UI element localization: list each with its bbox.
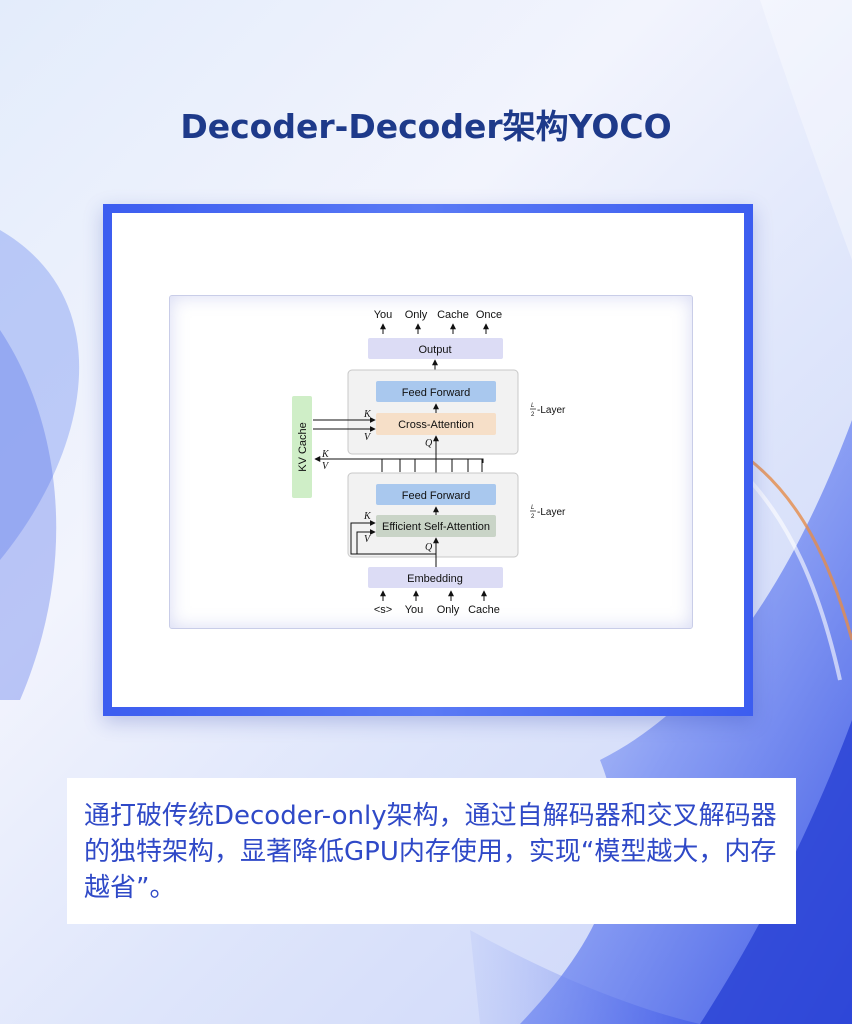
upper-q-symbol: Q xyxy=(425,438,433,449)
lower-q-symbol: Q xyxy=(425,542,433,553)
yoco-architecture-diagram: You Only Cache Once Output Feed Forward … xyxy=(169,295,693,629)
input-token: <s> xyxy=(374,604,392,616)
lower-layer-label: L 2 -Layer xyxy=(530,505,566,520)
output-token: Once xyxy=(476,309,502,321)
output-token: Cache xyxy=(437,309,469,321)
layer-suffix: -Layer xyxy=(537,405,566,416)
fraction-numerator: L xyxy=(531,505,534,511)
fraction-numerator: L xyxy=(531,403,534,409)
upper-layer-label: L 2 -Layer xyxy=(530,403,566,418)
output-tokens: You Only Cache Once xyxy=(374,309,502,321)
output-token: You xyxy=(374,309,393,321)
lower-feed-forward-label: Feed Forward xyxy=(402,490,470,502)
upper-v-symbol: V xyxy=(364,432,372,443)
lower-feed-forward-box xyxy=(376,484,496,505)
upper-k-symbol: K xyxy=(363,409,372,420)
kv-k-symbol: K xyxy=(321,449,330,460)
diagram-svg: You Only Cache Once Output Feed Forward … xyxy=(292,309,566,616)
lower-v-symbol: V xyxy=(364,534,372,545)
input-token: You xyxy=(405,604,424,616)
input-tokens: <s> You Only Cache xyxy=(374,604,500,616)
kv-cache-box xyxy=(292,396,312,498)
fraction-denominator: 2 xyxy=(531,514,535,520)
output-box xyxy=(368,338,503,359)
self-attention-loop xyxy=(350,520,436,555)
input-arrows xyxy=(380,590,487,601)
efficient-self-attention-box xyxy=(376,515,496,537)
input-token: Only xyxy=(437,604,460,616)
caption-text: 通打破传统Decoder-only架构，通过自解码器和交叉解码器的独特架构，显著… xyxy=(84,801,777,903)
caption-box: 通打破传统Decoder-only架构，通过自解码器和交叉解码器的独特架构，显著… xyxy=(67,778,796,924)
kv-output-lines xyxy=(314,456,484,472)
cross-attention-box xyxy=(376,413,496,435)
output-token: Only xyxy=(405,309,428,321)
embedding-box xyxy=(368,567,503,588)
embedding-label: Embedding xyxy=(407,573,463,585)
input-token: Cache xyxy=(468,604,500,616)
upper-feed-forward-box xyxy=(376,381,496,402)
output-label: Output xyxy=(418,344,451,356)
lower-k-symbol: K xyxy=(363,511,372,522)
layer-suffix: -Layer xyxy=(537,507,566,518)
cross-attention-label: Cross-Attention xyxy=(398,419,474,431)
output-arrows xyxy=(380,323,489,334)
efficient-self-attention-label: Efficient Self-Attention xyxy=(382,521,490,533)
fraction-denominator: 2 xyxy=(531,412,535,418)
upper-feed-forward-label: Feed Forward xyxy=(402,387,470,399)
kv-v-symbol: V xyxy=(322,461,330,472)
kv-cache-label: KV Cache xyxy=(297,422,309,472)
kv-to-cross-attention xyxy=(313,417,376,432)
page-title: Decoder-Decoder架构YOCO xyxy=(180,107,672,146)
